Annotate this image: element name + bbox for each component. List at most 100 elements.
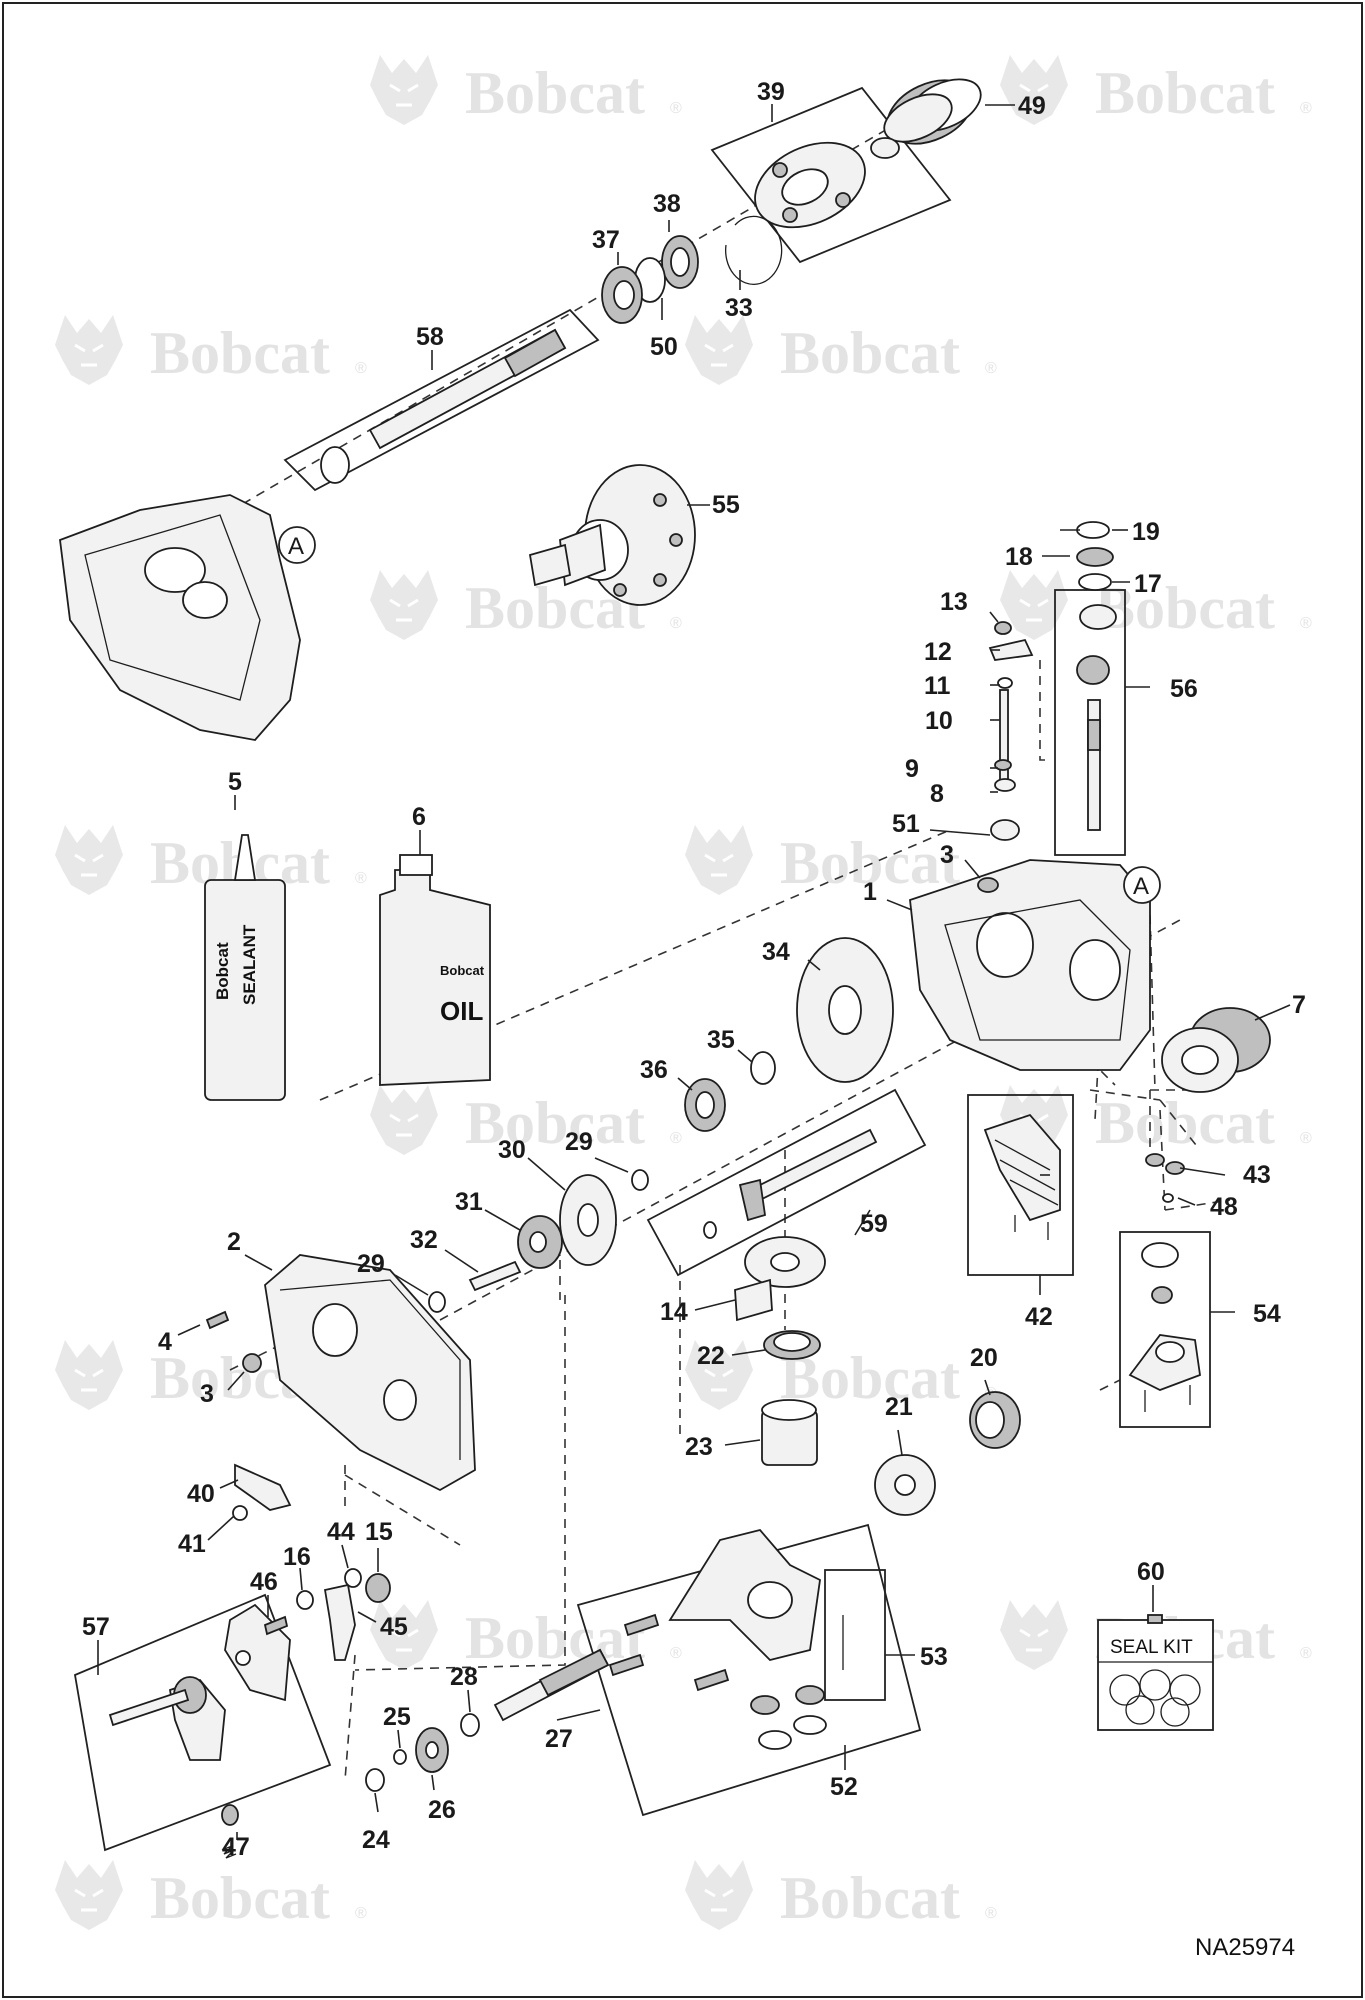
part-label-53: 53	[920, 1643, 948, 1671]
part-stack-17-19	[1076, 521, 1114, 591]
part-label-17: 17	[1134, 570, 1162, 598]
part-label-51: 51	[892, 810, 920, 838]
part-label-20: 20	[970, 1344, 998, 1372]
group-box-42	[967, 1094, 1074, 1276]
part-label-44: 44	[327, 1518, 355, 1546]
part-label-26: 26	[428, 1796, 456, 1824]
part-label-42: 42	[1025, 1303, 1053, 1331]
svg-text:®: ®	[1300, 1130, 1312, 1147]
group-box-59	[646, 1088, 927, 1277]
part-label-33: 33	[725, 294, 753, 322]
part-block-21	[874, 1454, 936, 1516]
part-bearing-37	[601, 266, 643, 324]
part-label-14: 14	[660, 1298, 688, 1326]
part-label-43: 43	[1243, 1161, 1271, 1189]
part-label-35: 35	[707, 1026, 735, 1054]
part-label-12: 12	[924, 638, 952, 666]
part-label-22: 22	[697, 1342, 725, 1370]
part-fitting-43a	[1145, 1153, 1165, 1167]
part-screw-46	[263, 1615, 289, 1636]
part-label-31: 31	[455, 1188, 483, 1216]
part-hub-39	[754, 137, 900, 229]
svg-text:®: ®	[985, 360, 997, 377]
parts-layer: Bobcat SEALANT Bobcat OIL	[59, 78, 1271, 1859]
svg-text:Bobcat: Bobcat	[780, 1865, 960, 1931]
part-washer-24	[365, 1768, 385, 1792]
svg-text:Bobcat: Bobcat	[150, 320, 330, 386]
part-label-46: 46	[250, 1568, 278, 1596]
svg-text:Bobcat: Bobcat	[1095, 1090, 1275, 1156]
part-cover-plate-2	[264, 1254, 476, 1492]
part-label-24: 24	[362, 1826, 390, 1854]
part-label-3-top: 3	[940, 841, 954, 869]
watermark: Bobcat®	[368, 53, 682, 127]
part-label-41: 41	[178, 1530, 206, 1558]
svg-text:®: ®	[670, 100, 682, 117]
svg-text:SEALANT: SEALANT	[240, 924, 259, 1005]
part-washer-35	[750, 1051, 776, 1085]
part-bearing-38	[661, 235, 699, 289]
watermark: Bobcat®	[683, 1858, 997, 1932]
part-label-36: 36	[640, 1056, 668, 1084]
part-label-47: 47	[222, 1833, 250, 1861]
part-label-16: 16	[283, 1543, 311, 1571]
part-flange-55	[528, 464, 696, 606]
part-label-1: 1	[863, 878, 877, 906]
part-label-32: 32	[410, 1226, 438, 1254]
part-label-29-lower: 29	[357, 1250, 385, 1278]
part-label-11: 11	[924, 672, 951, 700]
svg-text:Bobcat: Bobcat	[1095, 575, 1275, 641]
part-main-housing-1	[909, 859, 1151, 1071]
part-label-57: 57	[82, 1613, 110, 1641]
group-box-39	[710, 86, 952, 264]
part-label-28: 28	[450, 1663, 478, 1691]
part-label-27: 27	[545, 1725, 573, 1753]
part-label-48: 48	[1210, 1193, 1238, 1221]
part-label-6: 6	[412, 803, 426, 831]
part-valve-54	[1128, 1242, 1201, 1412]
part-arm-40	[234, 1463, 292, 1511]
part-washer-28	[460, 1713, 480, 1737]
part-bracket-57	[108, 1603, 291, 1826]
svg-text:®: ®	[1300, 615, 1312, 632]
part-label-49: 49	[1018, 92, 1046, 120]
part-gear-26	[415, 1727, 449, 1773]
part-label-39: 39	[757, 78, 785, 106]
svg-text:Bobcat: Bobcat	[465, 1090, 645, 1156]
part-label-54: 54	[1253, 1300, 1281, 1328]
part-washer-16	[296, 1590, 314, 1610]
part-label-3-lower: 3	[200, 1380, 214, 1408]
part-bearing-36	[684, 1078, 726, 1132]
part-label-13: 13	[940, 588, 968, 616]
callout-a-right: A	[1123, 866, 1161, 904]
svg-text:®: ®	[355, 360, 367, 377]
part-washer-29b	[428, 1291, 446, 1313]
watermark: Bobcat®	[683, 1338, 997, 1412]
part-bushing-49	[883, 78, 982, 145]
part-oil-bottle-6: Bobcat OIL	[379, 854, 491, 1086]
group-box-53	[824, 1569, 886, 1701]
svg-text:Bobcat: Bobcat	[150, 1865, 330, 1931]
part-label-55: 55	[712, 491, 740, 519]
part-plug-3	[242, 1353, 262, 1373]
part-washer-44	[344, 1568, 362, 1588]
part-plug-3-top	[977, 877, 999, 893]
part-ring-48	[1162, 1193, 1174, 1203]
watermark: Bobcat ®	[53, 313, 367, 387]
part-gear-30	[559, 1174, 617, 1266]
svg-text:A: A	[288, 533, 304, 560]
part-washer-41	[232, 1505, 248, 1521]
part-label-29-upper: 29	[565, 1128, 593, 1156]
part-ring-25	[393, 1749, 407, 1765]
part-label-40: 40	[187, 1480, 215, 1508]
part-label-5: 5	[228, 768, 242, 796]
watermark: Bobcat®	[998, 53, 1312, 127]
watermark: Bobcat®	[683, 313, 997, 387]
part-label-58: 58	[416, 323, 444, 351]
part-label-52: 52	[830, 1773, 858, 1801]
svg-text:®: ®	[670, 1130, 682, 1147]
part-seal-kit-60: SEAL KIT	[1097, 1614, 1214, 1731]
watermark: Bobcat®	[53, 1858, 367, 1932]
